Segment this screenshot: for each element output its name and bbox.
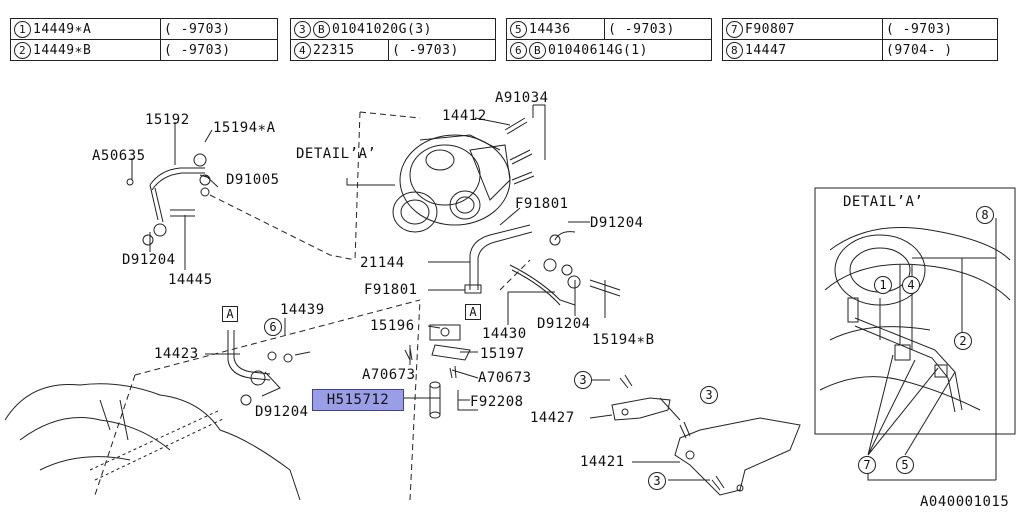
label-15194a: 15194∗A: [213, 120, 276, 136]
legend-part: 14449∗B: [33, 42, 92, 58]
engine-outline: [4, 383, 301, 501]
legend-range: ( -9703): [388, 39, 496, 61]
legend-range: ( -9703): [160, 18, 278, 40]
callout-3-lower: 3: [648, 472, 666, 490]
callout-3-upper: 3: [574, 371, 592, 389]
label-14445: 14445: [168, 272, 213, 288]
callout-5-icon: 5: [510, 20, 527, 38]
label-14439: 14439: [280, 302, 325, 318]
oil-return-flange: [404, 324, 471, 419]
legend-part: 01041020G(3): [332, 21, 432, 37]
callout-4: 4: [902, 276, 920, 294]
label-a70673-right: A70673: [478, 370, 532, 386]
callout-7-icon: 7: [726, 20, 743, 38]
brackets: [611, 374, 801, 496]
callout-3-right: 3: [700, 386, 718, 404]
legend-range: (9704- ): [882, 39, 998, 61]
legend-part: 14436: [529, 21, 571, 37]
label-21144: 21144: [360, 255, 405, 271]
turbocharger-drawing: [392, 134, 511, 233]
label-15192: 15192: [145, 112, 190, 128]
label-a50635: A50635: [92, 148, 146, 164]
leader-lines: [131, 104, 710, 481]
label-14412: 14412: [442, 108, 487, 124]
bolt-b-badge-icon: B: [529, 41, 546, 59]
label-a70673-left: A70673: [362, 367, 416, 383]
label-14427: 14427: [530, 410, 575, 426]
label-a91034: A91034: [495, 90, 549, 106]
label-14430: 14430: [482, 326, 527, 342]
label-14423: 14423: [154, 346, 199, 362]
label-f91801-mid: F91801: [364, 282, 418, 298]
label-detail-box-title: DETAIL’A’: [843, 194, 924, 210]
left-oil-pipe: [227, 330, 311, 406]
stud-bolts: [504, 117, 535, 185]
callout-8-icon: 8: [726, 41, 743, 59]
dashed-guide-lines: [94, 111, 531, 501]
legend-part: 14449∗A: [33, 21, 92, 37]
callout-1: 1: [874, 276, 892, 294]
oil-feed-pipe: [126, 153, 211, 246]
callout-6-icon: 6: [510, 41, 527, 59]
marker-a-square-mid: A: [465, 304, 481, 320]
callout-2: 2: [954, 332, 972, 350]
label-footer-code: A040001015: [920, 494, 1010, 510]
legend-part: 22315: [313, 42, 355, 58]
label-f91801-top: F91801: [515, 196, 569, 212]
label-14421: 14421: [580, 454, 625, 470]
label-d91204-top: D91204: [590, 215, 644, 231]
water-pipe: [464, 224, 621, 306]
callout-4-icon: 4: [294, 41, 311, 59]
label-15194b: 15194∗B: [592, 332, 655, 348]
label-d91204-mid: D91204: [537, 316, 591, 332]
label-f92208: F92208: [470, 394, 524, 410]
callout-1-icon: 1: [14, 20, 31, 38]
highlighted-part-h515712[interactable]: H515712: [312, 389, 404, 411]
legend-part: F90807: [745, 21, 795, 37]
label-d91204-left: D91204: [122, 252, 176, 268]
callout-5: 5: [896, 456, 914, 474]
label-15196: 15196: [370, 318, 415, 334]
legend-range: ( -9703): [882, 18, 998, 40]
label-d91204-bottom: D91204: [255, 404, 309, 420]
bolt-b-badge-icon: B: [313, 20, 330, 38]
marker-a-square-left: A: [222, 306, 238, 322]
callout-7: 7: [858, 456, 876, 474]
callout-8: 8: [976, 206, 994, 224]
legend-part: 01040614G(1): [548, 42, 648, 58]
callout-2-icon: 2: [14, 41, 31, 59]
label-d91005: D91005: [226, 172, 280, 188]
callout-6: 6: [264, 318, 282, 336]
detail-a-panel: [814, 187, 1016, 481]
legend-range: ( -9703): [160, 39, 278, 61]
label-detail-ref: DETAIL’A’: [296, 146, 377, 162]
callout-3-icon: 3: [294, 20, 311, 38]
label-15197: 15197: [480, 346, 525, 362]
legend-part: 14447: [745, 42, 787, 58]
